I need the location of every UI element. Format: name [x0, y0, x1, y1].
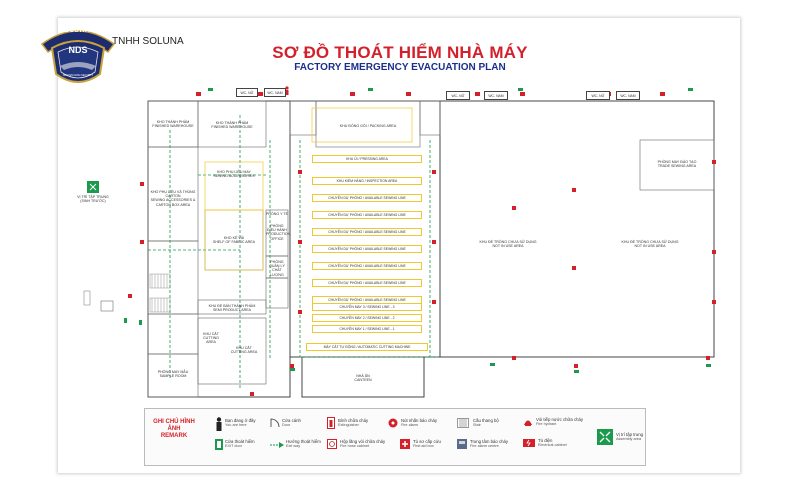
company-name: TNHH SOLUNA [112, 36, 184, 47]
badge-text-bottom: NGUYEN DANG SECURITY [62, 74, 94, 77]
badge-text-mid: NDS [68, 45, 88, 55]
fire-hose-cabinet-icon [327, 439, 337, 449]
sewing-line-row: CHUYỀN DỰ PHÒNG / AVAILABLE SEWING LINE [312, 279, 422, 287]
wc-female-3: WC- NỮ [586, 91, 610, 100]
sewing-line-row: CHUYỀN DỰ PHÒNG / AVAILABLE SEWING LINE [312, 211, 422, 219]
door-icon [270, 418, 280, 428]
inspection-area: KHU KIỂM HÀNG / INSPECTION AREA [312, 177, 422, 185]
exit-way-arrow-icon [270, 442, 284, 448]
sewing-line-3: CHUYỀN MAY 3 / SEWING LINE - 3 [312, 303, 422, 311]
packing-area-label: KHU ĐÓNG GÓI / PACKING AREA [339, 124, 397, 128]
fire-hydrant-icon [524, 420, 532, 426]
cutting-machine-row: MÁY CẮT TỰ ĐỘNG / AUTOMATIC CUTTING MACH… [306, 343, 428, 351]
extinguisher-icon [327, 417, 335, 429]
assembly-point-label: VỊ TRÍ TẬP TRUNG(SINH TRƯỚC) [77, 195, 109, 204]
sewing-line-1: CHUYỀN MAY 1 / SEWING LINE - 1 [312, 325, 422, 333]
badge-text-top: SECURITY [59, 27, 97, 34]
sewing-line-row: CHUYỀN DỰ PHÒNG / AVAILABLE SEWING LINE [312, 194, 422, 202]
page-subtitle: FACTORY EMERGENCY EVACUATION PLAN [294, 62, 506, 73]
first-aid-icon [400, 439, 410, 449]
sewing-line-row: CHUYỀN DỰ PHÒNG / AVAILABLE SEWING LINE [312, 228, 422, 236]
quality-room-label: PHÒNG QUẢN LÝ CHẤT LƯỢNG [269, 260, 285, 277]
page-title: SƠ ĐỒ THOÁT HIỂM NHÀ MÁY [272, 43, 528, 62]
pressing-area: KHU ỦI / PRESSING AREA [312, 155, 422, 163]
exit-door-icon [215, 439, 223, 450]
fire-alarm-icon [388, 418, 398, 428]
wc-male-2: WC- NAM [484, 91, 508, 100]
wc-female-2: WC- NỮ [446, 91, 470, 100]
sewing-line-row: CHUYỀN DỰ PHÒNG / AVAILABLE SEWING LINE [312, 262, 422, 270]
assembly-area-icon [597, 429, 613, 445]
fire-alarm-centre-icon [457, 439, 467, 449]
wc-female-1: WC- NỮ [236, 88, 258, 97]
wc-male-3: WC- NAM [616, 91, 640, 100]
you-are-here-icon [216, 417, 222, 431]
stair-icon [457, 418, 469, 428]
sewing-line-2: CHUYỀN MAY 2 / SEWING LINE - 2 [312, 314, 422, 322]
sewing-line-row: CHUYỀN DỰ PHÒNG / AVAILABLE SEWING LINE [312, 245, 422, 253]
wc-male-1: WC- NAM [264, 88, 286, 97]
medical-room-label: PHÒNG Y TẾ [266, 212, 288, 216]
security-badge-logo [40, 30, 116, 83]
electrical-cabinet-icon [523, 439, 535, 447]
